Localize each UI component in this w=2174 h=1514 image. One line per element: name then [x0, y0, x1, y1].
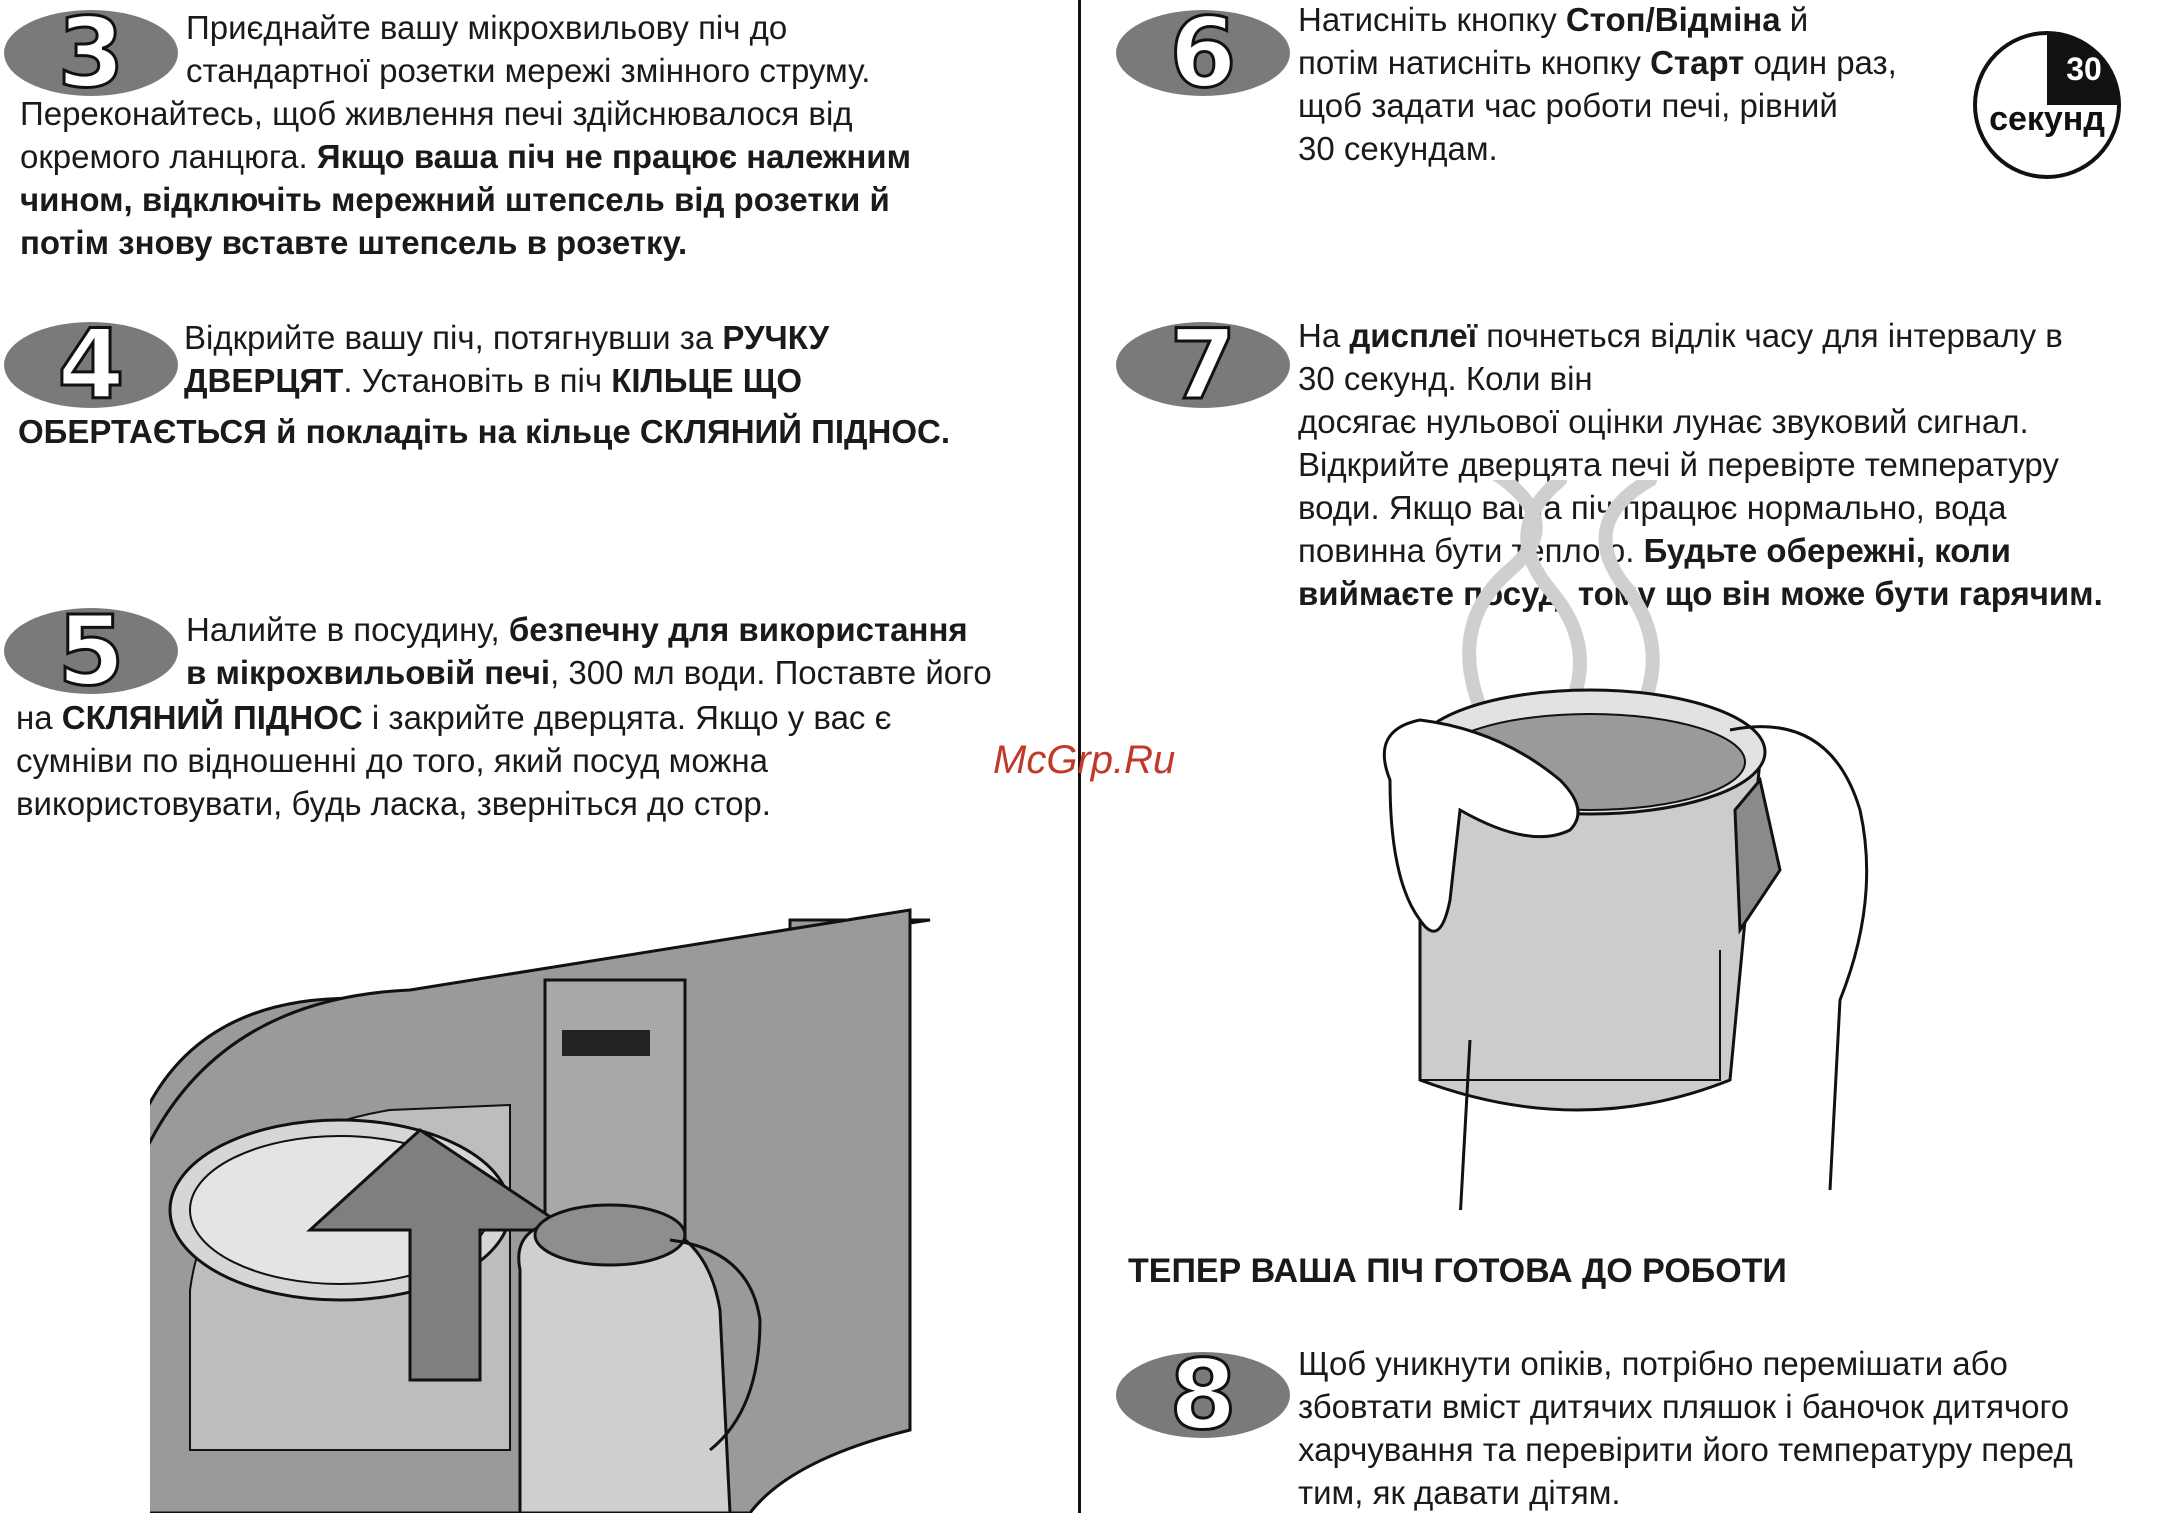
- step-3-text: Приєднайте вашу мікрохвильову піч до ста…: [186, 9, 871, 89]
- step-3-text-cont: Переконайтесь, щоб живлення печі здійсню…: [20, 95, 912, 261]
- column-divider: [1078, 0, 1081, 1513]
- microwave-illustration: [150, 908, 931, 1513]
- step-5-text: Налийте в посудину, безпечну для викорис…: [186, 611, 992, 691]
- step-7-badge: 7: [1116, 316, 1290, 415]
- hot-cup-illustration: [1382, 480, 1869, 1210]
- ready-heading: ТЕПЕР ВАША ПІЧ ГОТОВА ДО РОБОТИ: [1128, 1252, 1787, 1290]
- timer-number: 30: [2066, 51, 2102, 87]
- step-3-badge: 3: [4, 4, 178, 103]
- step-5-badge: 5: [4, 602, 178, 701]
- step-6-badge: 6: [1116, 4, 1290, 103]
- step-6-text: Натисніть кнопку Стоп/Відміна й потім на…: [1298, 1, 1897, 167]
- step-8-text: Щоб уникнути опіків, потрібно перемішати…: [1298, 1345, 2073, 1511]
- step-7-text: На дисплеї почнеться відлік часу для інт…: [1298, 317, 2103, 612]
- timer-icon: 30 секунд: [1973, 31, 2121, 179]
- step-5-text-cont: на СКЛЯНИЙ ПІДНОС і закрийте дверцята. Я…: [16, 699, 892, 822]
- step-4-text: Відкрийте вашу піч, потягнувши за РУЧКУ …: [184, 319, 830, 399]
- timer-unit: секунд: [1989, 100, 2105, 138]
- step-8-badge: 8: [1116, 1346, 1290, 1445]
- step-4-badge: 4: [4, 316, 178, 415]
- watermark: McGrp.Ru: [993, 738, 1176, 782]
- step-4-text-cont: ОБЕРТАЄТЬСЯ й покладіть на кільце СКЛЯНИ…: [18, 413, 951, 450]
